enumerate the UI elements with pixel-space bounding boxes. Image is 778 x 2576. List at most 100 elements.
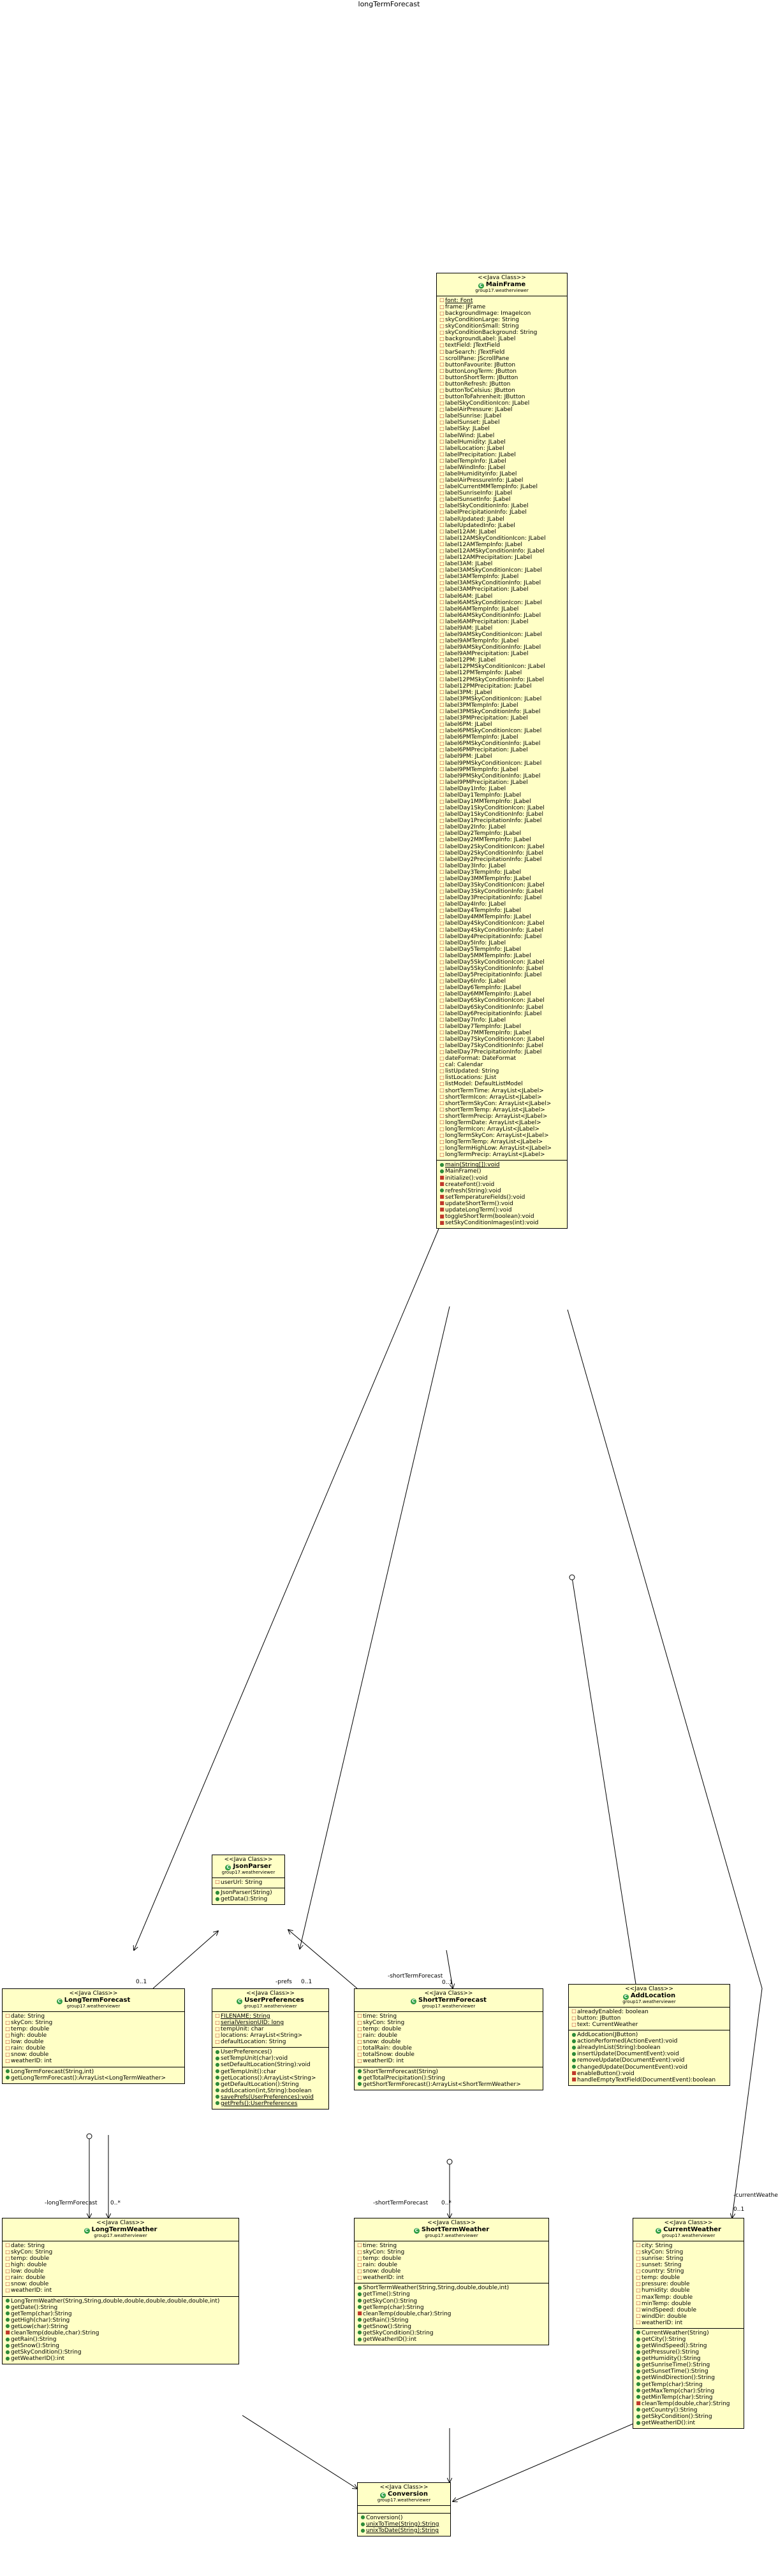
field-row: □labelDay5TempInfo: JLabel [439,946,565,953]
field-row: □buttonLongTerm: JButton [439,368,565,375]
field-row: □label6PMTempInfo: JLabel [439,734,565,741]
private-field-icon: □ [636,2268,641,2274]
private-field-icon: □ [439,990,444,997]
method-text: unixToTime(String):String [366,2521,439,2528]
public-method-icon: ● [571,2031,576,2037]
private-field-icon: □ [439,804,444,811]
edge-ltf-anchor [86,2133,92,2139]
method-text: getSunriseTime():String [642,2362,710,2369]
field-row: □defaultLocation: String [214,2039,327,2045]
method-text: getTempUnit():char [221,2068,277,2075]
private-field-icon: □ [439,458,444,464]
public-method-icon: ● [636,2361,641,2368]
class-icon: C [225,1865,231,1871]
method-text: UserPreferences() [221,2049,272,2056]
private-field-icon: □ [439,509,444,516]
field-row: □labelLocation: JLabel [439,445,565,452]
public-method-icon: ● [439,1187,444,1194]
field-text: labelDay4TempInfo: JLabel [445,908,522,915]
public-method-icon: ● [215,2081,220,2087]
field-text: label9AMSkyConditionIcon: JLabel [445,631,542,638]
public-method-icon: ● [636,2387,641,2394]
field-text: label6AMSkyConditionInfo: JLabel [445,612,541,619]
private-field-icon: □ [439,881,444,888]
field-text: labelDay1PrecipitationInfo: JLabel [445,818,542,825]
private-field-icon: □ [439,477,444,483]
fields-section: □time: String□skyCon: String□temp: doubl… [355,2012,543,2067]
private-field-icon: □ [357,2038,362,2044]
public-method-icon: ● [357,2297,362,2304]
field-text: buttonLongTerm: JButton [445,368,517,375]
package-label: group17.weatherviewer [221,1870,275,1876]
private-field-icon: □ [636,2300,641,2306]
field-row: □labelSkyConditionIcon: JLabel [439,400,565,407]
edge-mainframe-addlocation [571,1577,636,1985]
field-text: label3PM: JLabel [445,689,492,696]
public-method-icon: ● [5,2355,10,2361]
private-field-icon: □ [5,2025,10,2032]
field-row: □label12PMSkyConditionInfo: JLabel [439,676,565,683]
private-field-icon: □ [439,445,444,451]
public-method-icon: ● [215,2087,220,2094]
methods-section: ●AddLocation(JButton)●actionPerformed(Ac… [569,2030,730,2085]
field-row: □labelDay1MMTempInfo: JLabel [439,799,565,805]
private-field-icon: □ [215,2025,220,2032]
private-field-icon: □ [439,483,444,489]
field-text: labelDay1Info: JLabel [445,785,506,792]
field-text: labelSkyConditionIcon: JLabel [445,400,530,407]
package-label: group17.weatherviewer [94,2233,147,2239]
method-text: AddLocation(JButton) [577,2032,638,2039]
method-text: CurrentWeather(String) [642,2329,709,2336]
private-field-icon: □ [439,361,444,368]
edge-label-prefs-mult: 0..1 [301,1979,312,1985]
field-text: text: CurrentWeather [577,2022,638,2029]
public-method-icon: ● [636,2375,641,2381]
method-row: ●actionPerformed(ActionEvent):void [571,2038,728,2044]
method-text: refresh(String):void [445,1187,501,1194]
private-field-icon: □ [439,689,444,695]
field-text: temp: double [363,2255,402,2262]
field-row: □labelWind: JLabel [439,432,565,439]
private-field-icon: □ [439,535,444,541]
field-text: label9AMTempInfo: JLabel [445,638,519,645]
private-method-icon: ■ [5,2329,10,2336]
edge-addlocation-anchor [569,1574,575,1581]
field-row: □label12AMPrecipitation: JLabel [439,554,565,561]
private-field-icon: □ [439,426,444,432]
method-text: getPressure():String [642,2349,700,2356]
field-text: labelUpdated: JLabel [445,516,504,523]
method-row: ●JsonParser(String) [214,1890,283,1896]
field-text: longTermDate: ArrayList<JLabel> [445,1119,541,1126]
private-field-icon: □ [439,702,444,708]
private-field-icon: □ [439,760,444,766]
field-text: labelDay6MMTempInfo: JLabel [445,991,531,998]
method-row: ●getDate():String [4,2304,237,2311]
private-method-icon: ■ [439,1200,444,1206]
field-text: tempUnit: char [221,2026,264,2033]
field-row: □low: double [4,2039,182,2045]
field-text: time: String [363,2013,397,2020]
field-text: label12AMTempInfo: JLabel [445,541,522,548]
field-text: label9AMSkyConditionInfo: JLabel [445,644,541,651]
fields-section: □time: String□skyCon: String□temp: doubl… [355,2241,548,2283]
edge-label-st-forecast-mult: 0..1 [442,1979,453,1986]
field-row: □scrollPane: JScrollPane [439,355,565,362]
field-text: label9AM: JLabel [445,625,493,632]
class-name: LongTermWeather [91,2226,158,2234]
private-field-icon: □ [439,1100,444,1106]
class-icon: C [478,283,484,289]
private-field-icon: □ [439,1004,444,1010]
field-text: windDir: double [642,2313,687,2320]
